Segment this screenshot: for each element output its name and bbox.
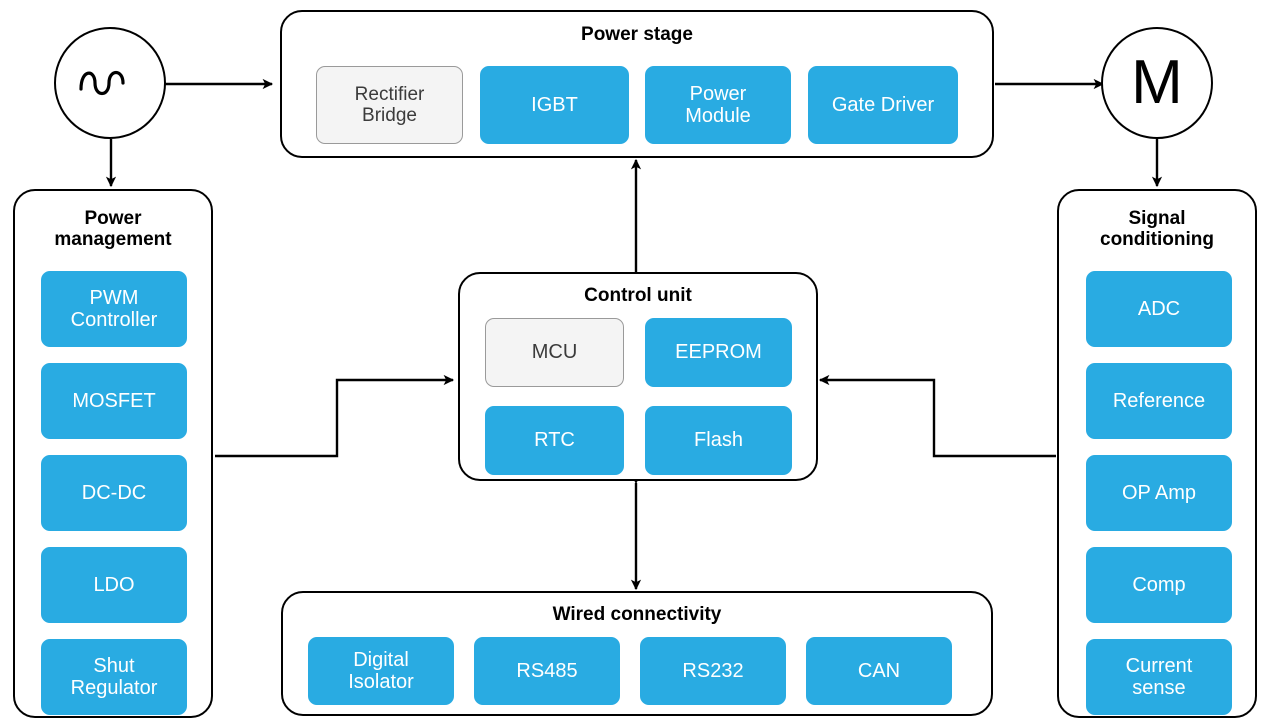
group-power-management[interactable]: Power management PWM Controller MOSFET D… — [13, 189, 213, 718]
block-pwm-controller[interactable]: PWM Controller — [41, 271, 187, 347]
ac-source-node[interactable] — [54, 27, 166, 139]
block-op-amp[interactable]: OP Amp — [1086, 455, 1232, 531]
block-rectifier-bridge[interactable]: Rectifier Bridge — [316, 66, 463, 144]
group-control-unit-title: Control unit — [584, 285, 692, 306]
block-rs485[interactable]: RS485 — [474, 637, 620, 705]
sine-wave-icon — [73, 59, 147, 107]
group-signal-conditioning-title: Signal conditioning — [1100, 208, 1214, 251]
block-reference[interactable]: Reference — [1086, 363, 1232, 439]
connector-signal-conditioning-to-control-unit — [818, 374, 1056, 458]
group-power-stage-title: Power stage — [581, 24, 693, 45]
group-power-management-title: Power management — [54, 208, 172, 251]
block-comp[interactable]: Comp — [1086, 547, 1232, 623]
block-digital-isolator[interactable]: Digital Isolator — [308, 637, 454, 705]
group-signal-conditioning[interactable]: Signal conditioning ADC Reference OP Amp… — [1057, 189, 1257, 718]
group-wired-connectivity-title: Wired connectivity — [552, 604, 722, 625]
block-flash[interactable]: Flash — [645, 406, 792, 475]
block-power-module[interactable]: Power Module — [645, 66, 791, 144]
connector-power-management-to-control-unit — [215, 374, 455, 458]
block-eeprom[interactable]: EEPROM — [645, 318, 792, 387]
group-control-unit[interactable]: Control unit MCU EEPROM RTC Flash — [458, 272, 818, 481]
block-ldo[interactable]: LDO — [41, 547, 187, 623]
block-mosfet[interactable]: MOSFET — [41, 363, 187, 439]
block-dc-dc[interactable]: DC-DC — [41, 455, 187, 531]
block-igbt[interactable]: IGBT — [480, 66, 629, 144]
block-current-sense[interactable]: Current sense — [1086, 639, 1232, 715]
block-rtc[interactable]: RTC — [485, 406, 624, 475]
group-wired-connectivity[interactable]: Wired connectivity Digital Isolator RS48… — [281, 591, 993, 716]
block-rs232[interactable]: RS232 — [640, 637, 786, 705]
block-mcu[interactable]: MCU — [485, 318, 624, 387]
group-power-stage[interactable]: Power stage Rectifier Bridge IGBT Power … — [280, 10, 994, 158]
block-gate-driver[interactable]: Gate Driver — [808, 66, 958, 144]
block-shut-regulator[interactable]: Shut Regulator — [41, 639, 187, 715]
block-adc[interactable]: ADC — [1086, 271, 1232, 347]
motor-node[interactable]: M — [1101, 27, 1213, 139]
motor-label: M — [1131, 48, 1183, 117]
block-can[interactable]: CAN — [806, 637, 952, 705]
